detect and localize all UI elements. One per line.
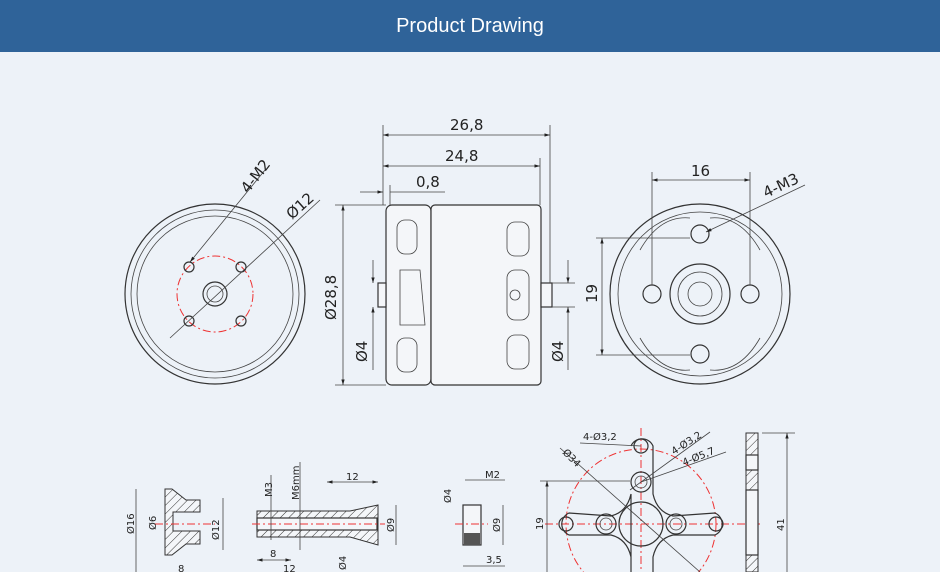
- nut-height-label: 3,5: [486, 555, 502, 566]
- front-view: 4-M2 Ø12: [124, 156, 321, 385]
- gap-label: 0,8: [416, 173, 440, 191]
- shaft-inner-length-label: 8: [270, 549, 276, 560]
- prop-adapter: Ø16 Ø6 Ø12 8: [125, 488, 224, 572]
- product-drawing: 4-M2 Ø12 26,8 24,8 0,8 Ø28,8 Ø4 Ø4: [124, 116, 806, 572]
- nut: M2 Ø4 Ø9 3,5: [442, 470, 505, 567]
- section-title: Product Drawing: [396, 14, 544, 37]
- rear-spacing-h-label: 16: [691, 162, 710, 180]
- shaft-right-label: Ø4: [549, 341, 567, 362]
- shaft-thread-length-label: M6mm: [291, 466, 302, 500]
- overall-length-label: 26,8: [450, 116, 483, 134]
- front-circle-label: Ø12: [283, 189, 318, 223]
- nut-bore-label: Ø4: [442, 489, 454, 503]
- front-holes-label: 4-M2: [237, 156, 274, 197]
- rear-view: 16 19 4-M3: [583, 162, 806, 385]
- shaft-cone-dia-label: Ø9: [385, 518, 397, 532]
- diameter-label: Ø28,8: [322, 275, 340, 320]
- shaft-left-label: Ø4: [353, 341, 371, 362]
- body-length-label: 24,8: [445, 147, 478, 165]
- prop-shaft: M3 M6mm 12 Ø9 8 12 Ø4: [252, 462, 397, 572]
- side-view: 26,8 24,8 0,8 Ø28,8 Ø4 Ø4: [322, 116, 575, 386]
- mount-spacing-label: 19: [535, 517, 546, 530]
- shaft-total-length-label: 12: [283, 564, 296, 572]
- mount-outer-holes-label: 4-Ø3,2: [583, 431, 617, 443]
- mount-circle-label: Ø34: [560, 447, 583, 470]
- adapter-flange-label: Ø12: [210, 519, 222, 540]
- adapter-outer-label: Ø16: [125, 513, 137, 534]
- rear-spacing-v-label: 19: [583, 284, 601, 303]
- shaft-thread-label: M3: [264, 482, 275, 497]
- shaft-diameter-label: Ø4: [337, 556, 349, 570]
- nut-outer-label: Ø9: [491, 518, 503, 532]
- adapter-bore-label: Ø6: [147, 516, 159, 530]
- adapter-length-label: 8: [178, 564, 184, 572]
- mount-height-label: 41: [776, 518, 787, 531]
- section-header: Product Drawing: [0, 0, 940, 52]
- nut-thread-label: M2: [485, 470, 500, 481]
- shaft-cone-length-label: 12: [346, 472, 359, 483]
- motor-mount: 4-Ø3,2 Ø34 4-Ø3,2 4-Ø5,7 19 41: [535, 428, 795, 572]
